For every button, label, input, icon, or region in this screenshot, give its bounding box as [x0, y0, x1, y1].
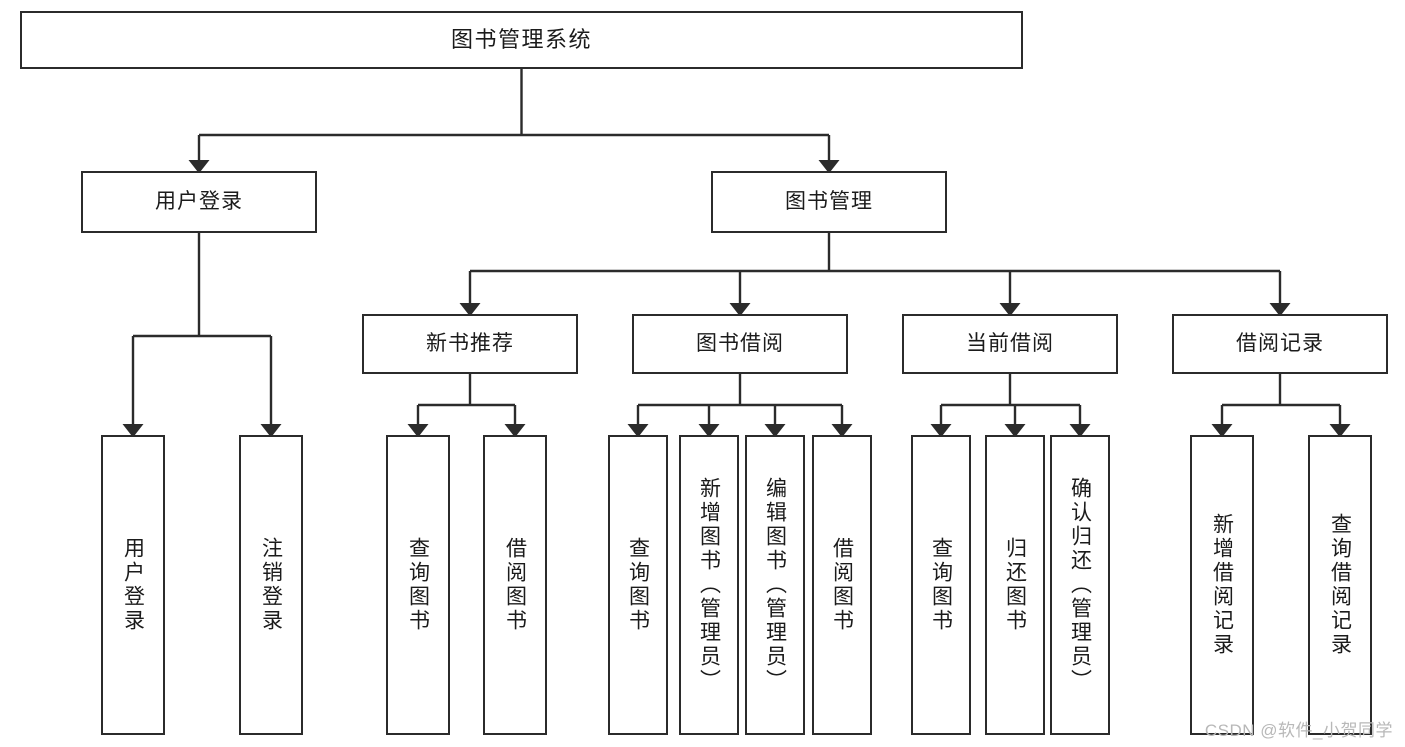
- node-label-root: 图书管理系统: [450, 27, 592, 53]
- node-book-manage[interactable]: 图书管理: [711, 171, 947, 233]
- node-label-book-borrow: 图书借阅: [696, 331, 784, 355]
- node-leaf-return-book[interactable]: 归还图书: [985, 435, 1045, 735]
- node-label-leaf-confirm-return: 确认归还（管理员）: [1068, 477, 1092, 693]
- node-new-book-rec[interactable]: 新书推荐: [362, 314, 578, 374]
- node-label-leaf-query-record: 查询借阅记录: [1328, 513, 1352, 657]
- node-leaf-query-book-1[interactable]: 查询图书: [386, 435, 450, 735]
- node-book-borrow[interactable]: 图书借阅: [632, 314, 848, 374]
- node-label-leaf-return-book: 归还图书: [1003, 537, 1027, 633]
- node-leaf-user-login[interactable]: 用户登录: [101, 435, 165, 735]
- node-borrow-record[interactable]: 借阅记录: [1172, 314, 1388, 374]
- node-leaf-edit-book[interactable]: 编辑图书（管理员）: [745, 435, 805, 735]
- node-label-leaf-borrow-book-1: 借阅图书: [503, 537, 527, 633]
- node-label-current-borrow: 当前借阅: [966, 331, 1054, 355]
- node-label-borrow-record: 借阅记录: [1236, 331, 1324, 355]
- node-user-login[interactable]: 用户登录: [81, 171, 317, 233]
- node-label-leaf-edit-book: 编辑图书（管理员）: [763, 477, 787, 693]
- node-label-leaf-add-book: 新增图书（管理员）: [697, 477, 721, 693]
- node-label-book-manage: 图书管理: [785, 189, 873, 213]
- node-leaf-query-book-3[interactable]: 查询图书: [911, 435, 971, 735]
- node-current-borrow[interactable]: 当前借阅: [902, 314, 1118, 374]
- watermark-text: CSDN @软件_小贺同学: [1204, 721, 1393, 740]
- node-leaf-query-record[interactable]: 查询借阅记录: [1308, 435, 1372, 735]
- node-root[interactable]: 图书管理系统: [20, 11, 1023, 69]
- node-label-leaf-query-book-3: 查询图书: [929, 537, 953, 633]
- node-leaf-add-record[interactable]: 新增借阅记录: [1190, 435, 1254, 735]
- node-label-leaf-query-book-1: 查询图书: [406, 537, 430, 633]
- node-leaf-query-book-2[interactable]: 查询图书: [608, 435, 668, 735]
- node-label-leaf-add-record: 新增借阅记录: [1210, 513, 1234, 657]
- node-leaf-borrow-book-2[interactable]: 借阅图书: [812, 435, 872, 735]
- node-label-leaf-user-logout: 注销登录: [259, 537, 283, 633]
- node-label-leaf-borrow-book-2: 借阅图书: [830, 537, 854, 633]
- node-label-new-book-rec: 新书推荐: [426, 331, 514, 355]
- node-label-leaf-query-book-2: 查询图书: [626, 537, 650, 633]
- node-leaf-user-logout[interactable]: 注销登录: [239, 435, 303, 735]
- node-label-leaf-user-login: 用户登录: [121, 537, 145, 633]
- node-label-user-login: 用户登录: [155, 189, 243, 213]
- node-leaf-borrow-book-1[interactable]: 借阅图书: [483, 435, 547, 735]
- node-leaf-confirm-return[interactable]: 确认归还（管理员）: [1050, 435, 1110, 735]
- node-leaf-add-book[interactable]: 新增图书（管理员）: [679, 435, 739, 735]
